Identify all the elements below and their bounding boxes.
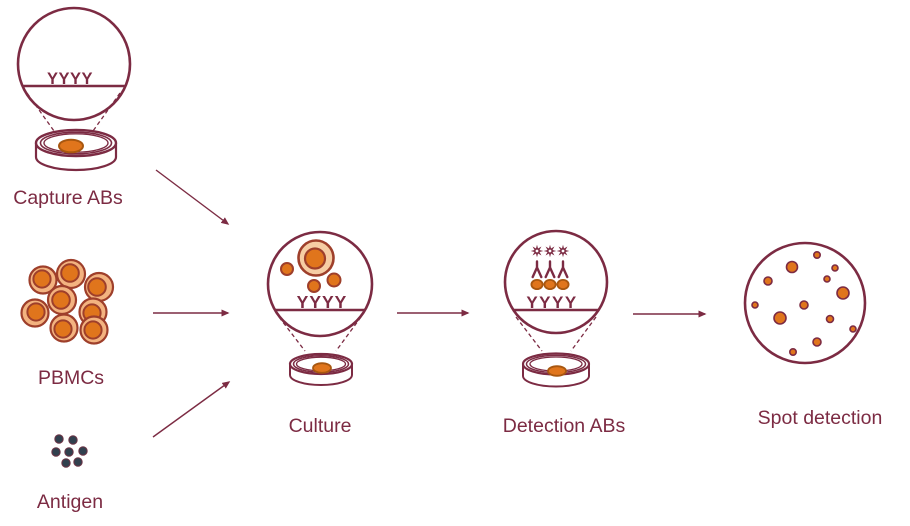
well-circle-icon [743, 241, 867, 365]
detection-abs-label: Detection ABs [503, 415, 626, 437]
petri-dish-icon [288, 352, 354, 386]
pbmcs-stage: PBMCs [20, 258, 115, 389]
cytokine-dots-icon [280, 262, 342, 293]
pbmc-cells-icon [20, 258, 115, 345]
spot-detection-label: Spot detection [758, 407, 883, 429]
capture-antibodies-icon: YYYY [526, 293, 577, 312]
dish-spot [312, 362, 332, 374]
spots-icon [751, 251, 857, 356]
dish-spot [58, 138, 84, 154]
magnifier-circle-icon [16, 6, 132, 122]
detection-antibodies-icon [531, 260, 569, 279]
pbmcs-label: PBMCs [38, 367, 104, 389]
antigen-dots-icon [51, 434, 88, 468]
zoom-line [92, 92, 121, 132]
capture-antibodies-icon: YYYY [47, 70, 93, 88]
magnifier-circle-icon [503, 229, 609, 335]
petri-dish-icon [521, 352, 591, 388]
dish-spot [547, 365, 567, 377]
zoom-line [335, 316, 362, 352]
secreting-cell-icon [297, 239, 335, 277]
arrow-antigen-to-culture [152, 381, 231, 438]
capture-antibodies-icon: YYYY [297, 292, 348, 312]
zoom-line [26, 92, 55, 132]
magnifier-circle-icon [266, 230, 374, 338]
zoom-line [278, 316, 306, 352]
antigen-label: Antigen [37, 491, 103, 513]
culture-label: Culture [289, 415, 352, 437]
arrow-capture-to-culture [155, 169, 230, 225]
antigen-stage: Antigen [37, 434, 103, 513]
captured-cytokines-icon [530, 278, 570, 290]
capture-abs-label: Capture ABs [13, 187, 123, 209]
zoom-line [570, 316, 597, 352]
spot-detection-stage: Spot detection [743, 241, 883, 429]
capture-abs-stage: YYYY Capture ABs [13, 6, 132, 209]
zoom-line [515, 316, 543, 352]
petri-dish-icon [34, 128, 118, 172]
detection-abs-stage: YYYY Detection ABs [503, 229, 626, 437]
culture-stage: YYYY Culture [266, 230, 374, 437]
enzyme-label-stars-icon [530, 244, 570, 258]
